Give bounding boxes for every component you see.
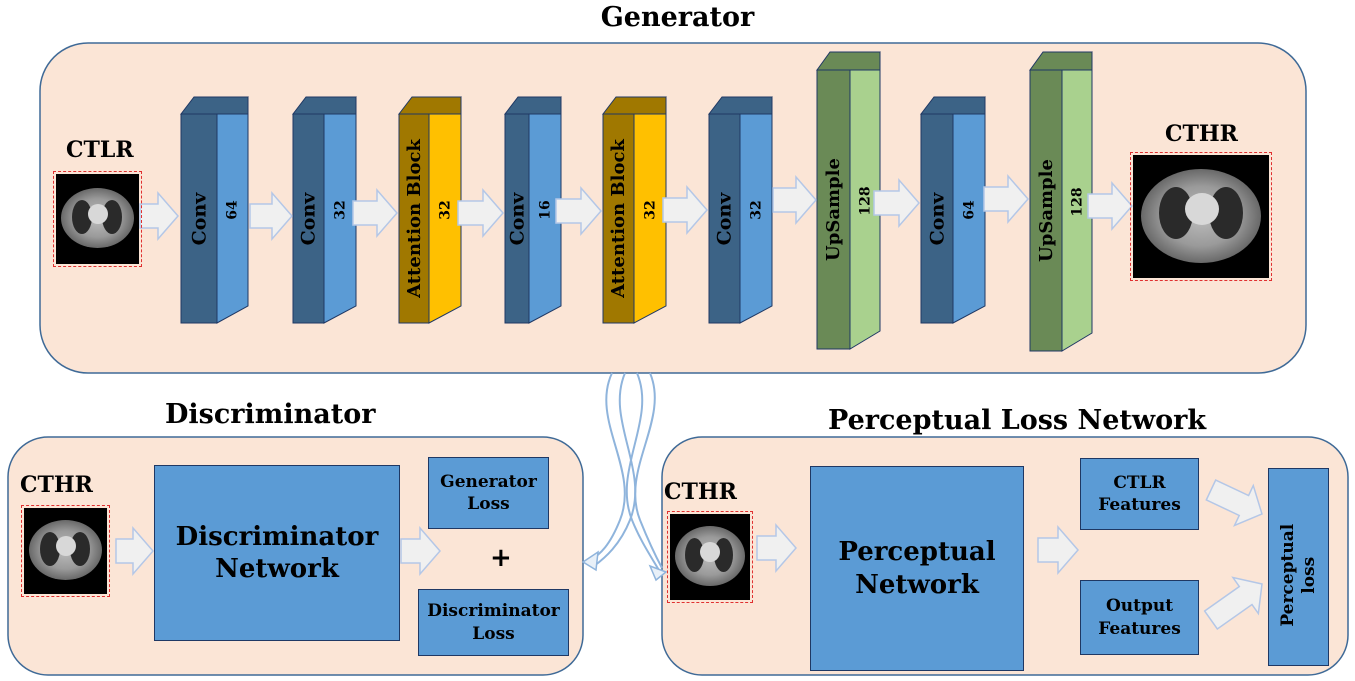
flow-arrow bbox=[756, 522, 797, 574]
generator-layer-size: 32 bbox=[332, 200, 349, 220]
connector-arrowhead-right bbox=[648, 564, 668, 582]
generator-layer-7 bbox=[816, 51, 881, 350]
discriminator-title: Discriminator bbox=[165, 399, 376, 430]
flow-arrow bbox=[1203, 576, 1263, 631]
generator-layer-name: Conv bbox=[713, 192, 736, 245]
generator-layer-2 bbox=[291, 96, 357, 324]
generator-loss-line1: Generator bbox=[440, 471, 537, 492]
generator-layer-size: 16 bbox=[537, 200, 554, 220]
layer-top-face bbox=[919, 96, 986, 115]
flow-arrow bbox=[772, 174, 817, 226]
layer-front-face bbox=[708, 113, 741, 324]
output-features-block: Output Features bbox=[1080, 580, 1199, 655]
perceptual-network-block: Perceptual Network bbox=[810, 466, 1024, 671]
generator-layer-9 bbox=[1029, 51, 1093, 352]
generator-layer-size: 128 bbox=[1069, 186, 1086, 217]
layer-front-face bbox=[816, 69, 851, 350]
ctlr-features-block: CTLR Features bbox=[1080, 458, 1199, 530]
generator-layer-1 bbox=[179, 96, 249, 324]
generator-loss-block: Generator Loss bbox=[428, 457, 549, 529]
layer-top-face bbox=[291, 96, 357, 115]
connector-curves bbox=[589, 372, 663, 573]
layer-top-face bbox=[397, 96, 462, 115]
layer-front-face bbox=[602, 113, 635, 324]
flow-arrow bbox=[249, 190, 293, 242]
generator-layer-size: 32 bbox=[748, 200, 765, 220]
generator-output-label: CTHR bbox=[1165, 121, 1238, 147]
generator-layer-name: UpSample bbox=[1035, 159, 1057, 262]
perceptual-loss-line2: loss bbox=[1299, 556, 1319, 594]
perceptual-network-line1: Perceptual bbox=[838, 537, 996, 567]
perceptual-network-line2: Network bbox=[855, 569, 979, 600]
discriminator-loss-block: Discriminator Loss bbox=[418, 589, 569, 656]
generator-layer-name: Attention Block bbox=[403, 139, 425, 298]
layer-front-face bbox=[292, 113, 325, 324]
generator-layer-5 bbox=[601, 96, 667, 324]
layer-front-face bbox=[920, 113, 954, 324]
flow-arrow bbox=[1037, 524, 1079, 576]
flow-arrow bbox=[873, 177, 920, 229]
generator-layer-name: Attention Block bbox=[607, 139, 629, 298]
layer-top-face bbox=[179, 96, 249, 115]
generator-layer-6 bbox=[707, 96, 773, 324]
output-features-line1: Output bbox=[1105, 596, 1174, 617]
generator-layer-size: 64 bbox=[224, 200, 241, 220]
plus-sign: + bbox=[490, 543, 512, 573]
layer-front-face bbox=[1029, 69, 1063, 352]
layer-top-face bbox=[816, 51, 881, 71]
discriminator-loss-line2: Loss bbox=[472, 623, 515, 644]
layer-top-face bbox=[503, 96, 562, 115]
discriminator-input-label: CTHR bbox=[20, 472, 93, 498]
ctlr-features-line2: Features bbox=[1098, 495, 1181, 515]
layer-top-face bbox=[707, 96, 773, 115]
discriminator-network-line2: Network bbox=[215, 554, 339, 584]
generator-loss-line2: Loss bbox=[467, 494, 510, 514]
generator-layer-size: 32 bbox=[437, 200, 454, 220]
output-features-line2: Features bbox=[1098, 618, 1181, 639]
generator-layer-3 bbox=[397, 96, 462, 324]
flow-arrow bbox=[115, 525, 154, 577]
generator-layer-name: UpSample bbox=[822, 158, 844, 261]
layer-top-face bbox=[1029, 51, 1093, 71]
generator-input-label: CTLR bbox=[66, 137, 134, 163]
flow-arrow bbox=[400, 525, 441, 577]
generator-layer-size: 128 bbox=[857, 185, 874, 216]
flow-arrow bbox=[352, 187, 398, 239]
layer-front-face bbox=[398, 113, 430, 324]
perceptual-title: Perceptual Loss Network bbox=[828, 405, 1207, 436]
generator-layer-name: Conv bbox=[925, 192, 948, 245]
discriminator-network-block: Discriminator Network bbox=[154, 465, 400, 641]
generator-layer-4 bbox=[503, 96, 562, 324]
generator-layer-name: Conv bbox=[505, 192, 528, 245]
ct-input-image bbox=[53, 171, 142, 267]
perceptual-loss-block: Perceptual loss bbox=[1268, 468, 1329, 666]
perceptual-input-label: CTHR bbox=[664, 479, 737, 505]
flow-arrow bbox=[1087, 180, 1133, 232]
flow-arrow bbox=[1205, 479, 1263, 527]
ct-perceptual-image bbox=[667, 511, 753, 603]
layer-top-face bbox=[601, 96, 667, 115]
perceptual-loss-text: Perceptual loss bbox=[1278, 480, 1321, 670]
generator-layer-name: Conv bbox=[297, 192, 320, 245]
generator-layer-8 bbox=[919, 96, 986, 324]
generator-layer-name: Conv bbox=[187, 192, 210, 245]
discriminator-loss-line1: Discriminator bbox=[427, 601, 560, 622]
generator-title: Generator bbox=[600, 2, 755, 33]
flow-arrow bbox=[662, 184, 708, 236]
generator-layer-size: 32 bbox=[642, 200, 659, 220]
flow-arrow bbox=[555, 185, 602, 237]
generator-layer-size: 64 bbox=[961, 200, 978, 220]
discriminator-network-line1: Discriminator bbox=[175, 521, 379, 552]
flow-arrow bbox=[139, 190, 179, 242]
ctlr-features-line1: CTLR bbox=[1113, 472, 1166, 493]
perceptual-loss-line1: Perceptual bbox=[1277, 523, 1298, 627]
ct-output-image bbox=[1130, 152, 1272, 281]
ct-discriminator-image bbox=[21, 505, 110, 597]
flow-arrow bbox=[457, 187, 504, 239]
flow-arrow bbox=[983, 173, 1029, 225]
connector-arrowhead-left bbox=[581, 550, 599, 572]
